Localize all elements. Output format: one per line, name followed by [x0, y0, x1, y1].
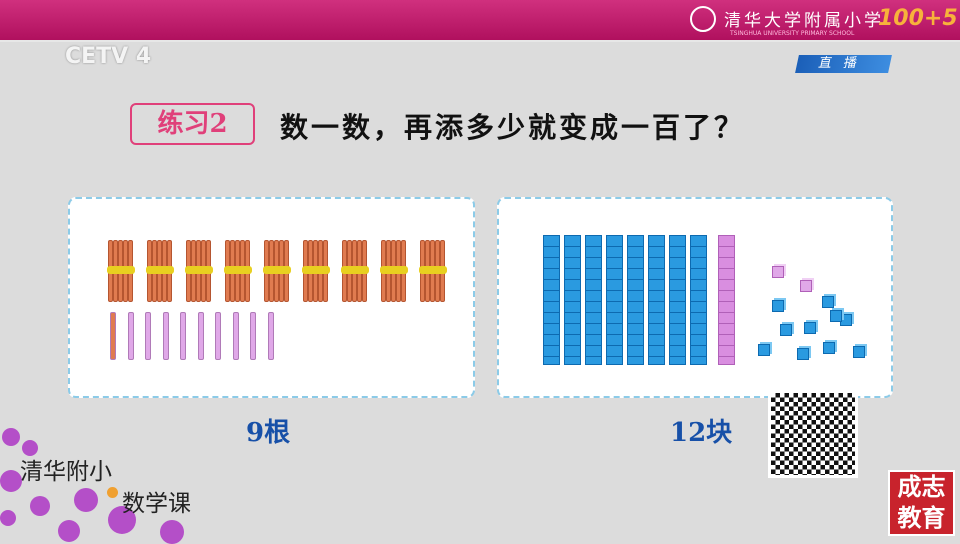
stick-bundle [341, 240, 369, 302]
single-stick [162, 312, 169, 360]
single-stick [145, 312, 151, 360]
ten-block-column [543, 235, 560, 365]
ten-block-column [669, 235, 686, 365]
program-subject: 数学课 [122, 491, 191, 517]
single-stick [232, 312, 239, 360]
stick-bundle [380, 240, 408, 302]
brand-line2: 教育 [897, 504, 946, 532]
unit-cube [804, 322, 816, 334]
blocks-count-label: 12块 [670, 418, 733, 448]
sticks-count-label: 9根 [246, 418, 291, 448]
unit-cube [797, 348, 809, 360]
bullet-icon [107, 487, 118, 498]
ten-block-column [648, 235, 665, 365]
qr-code[interactable] [768, 390, 858, 478]
school-seal-icon [690, 6, 716, 32]
single-stick [127, 312, 134, 360]
unit-cube [758, 344, 770, 356]
flower-icon [30, 496, 50, 516]
stick-bundle [302, 240, 330, 302]
anniversary-logo: 100+5 [878, 6, 958, 31]
exercise-tag: 练习2 [130, 103, 255, 145]
channel-logo: CETV 4 [65, 44, 152, 69]
unit-cube [772, 300, 784, 312]
school-name-en: TSINGHUA UNIVERSITY PRIMARY SCHOOL [730, 30, 855, 37]
unit-cube [830, 310, 842, 322]
brand-line1: 成志 [897, 473, 946, 501]
single-stick [197, 312, 204, 360]
ten-block-column [627, 235, 644, 365]
flower-icon [2, 428, 20, 446]
single-stick [267, 312, 274, 360]
program-name: 清华附小 [20, 459, 112, 485]
flower-icon [108, 506, 136, 534]
single-stick [110, 312, 116, 360]
stick-bundle [185, 240, 213, 302]
unit-cube [853, 346, 865, 358]
ten-block-column-pink [718, 235, 735, 365]
ten-block-column [690, 235, 707, 365]
live-badge: 直播 [795, 55, 892, 73]
flower-icon [22, 440, 38, 456]
stick-bundle [263, 240, 291, 302]
single-stick [250, 312, 256, 360]
unit-cube [780, 324, 792, 336]
brand-logo: 成志教育 [888, 470, 955, 536]
stick-bundle [224, 240, 252, 302]
ten-block-column [585, 235, 602, 365]
unit-cube [823, 342, 835, 354]
flower-icon [160, 520, 184, 544]
flower-icon [74, 488, 98, 512]
unit-cube [772, 266, 784, 278]
flower-icon [58, 520, 80, 542]
single-stick [180, 312, 186, 360]
top-banner: 清华大学附属小学 TSINGHUA UNIVERSITY PRIMARY SCH… [0, 0, 960, 42]
question-title: 数一数，再添多少就变成一百了？ [280, 111, 746, 144]
stick-bundle [146, 240, 174, 302]
school-name: 清华大学附属小学 [724, 11, 884, 31]
unit-cube [822, 296, 834, 308]
flower-icon [0, 470, 22, 492]
stick-bundle [107, 240, 135, 302]
unit-cube [800, 280, 812, 292]
ten-block-column [606, 235, 623, 365]
stick-bundle [419, 240, 447, 302]
ten-block-column [564, 235, 581, 365]
flower-icon [0, 510, 16, 526]
single-stick [215, 312, 221, 360]
